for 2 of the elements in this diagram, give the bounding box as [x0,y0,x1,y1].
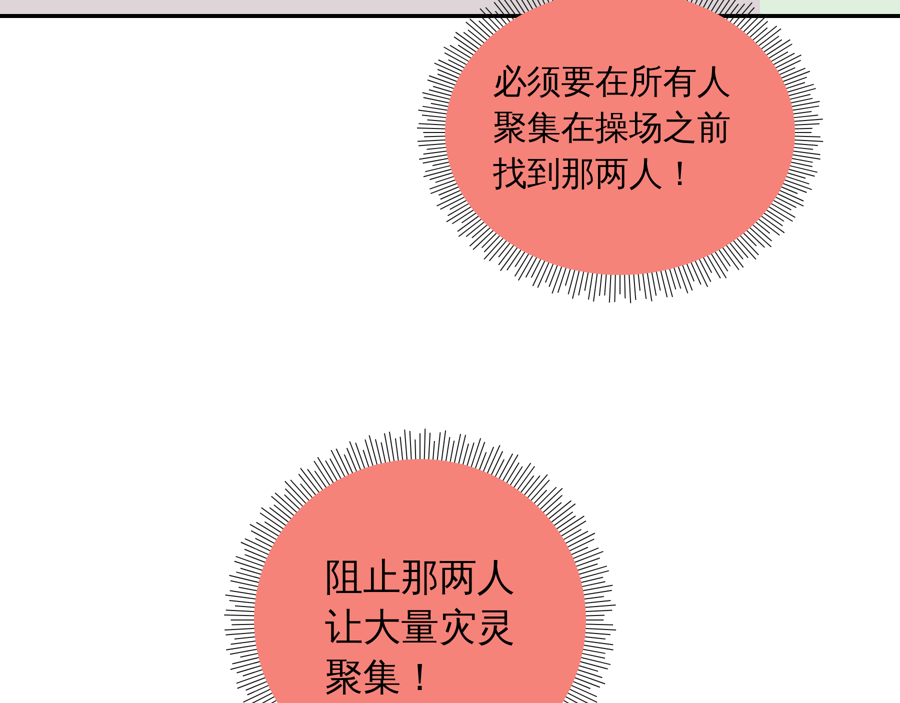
speech-text: 必须要在所有人聚集在操场之前找到那两人！ [493,61,732,196]
speech-text: 阻止那两人让大量灾灵聚集！ [325,554,516,701]
